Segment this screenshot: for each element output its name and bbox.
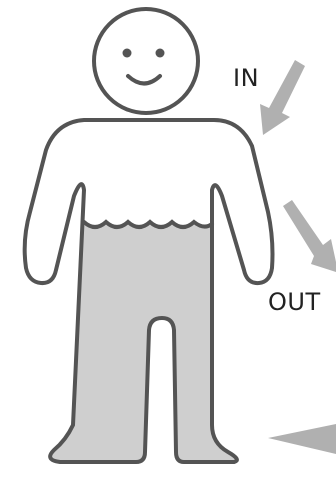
out-arrow (283, 200, 336, 272)
right-eye (156, 49, 165, 58)
in-label: IN (233, 64, 259, 92)
lower-arrow (268, 424, 336, 454)
left-eye (123, 49, 132, 58)
in-arrow (260, 60, 305, 135)
head (94, 9, 198, 113)
out-label: OUT (268, 288, 321, 316)
